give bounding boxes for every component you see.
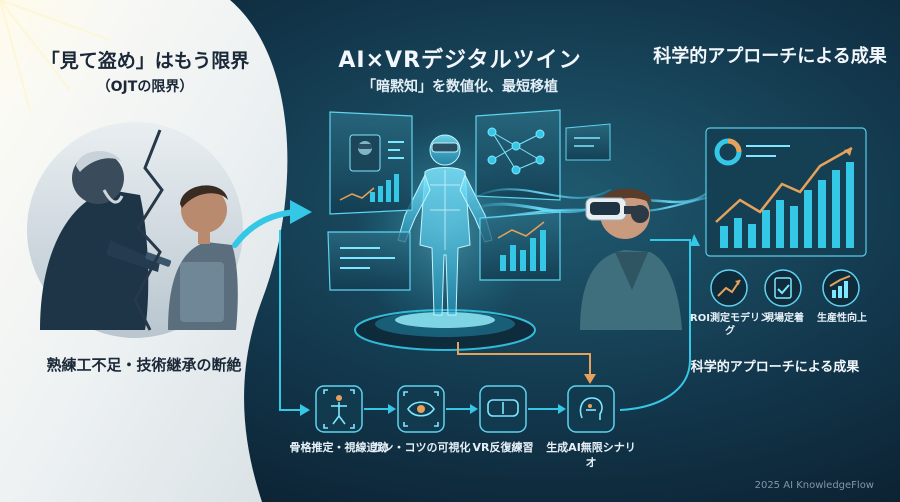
left-caption: 熟練工不足・技術継承の断絶 (46, 356, 242, 374)
metric-field-label: 現場定着 (764, 313, 804, 324)
step-vr-training-label: VR反復練習 (472, 441, 534, 454)
step-generative-ai-label: 生成AI無限シナリオ (546, 441, 636, 469)
metric-roi-label: ROI測定モデリング (690, 313, 770, 337)
footer-credit: 2025 AI KnowledgeFlow (754, 480, 874, 491)
right-title: 科学的アプローチによる成果 (653, 46, 887, 67)
step-generative-ai: 生成AI無限シナリオ (541, 440, 641, 470)
center-title: AI×VRデジタルツイン (338, 48, 582, 73)
metric-productivity: 生産性向上 (802, 312, 882, 325)
left-subtitle: （OJTの限界） (96, 79, 194, 95)
metric-roi: ROI測定モデリング (690, 312, 770, 338)
step-skeleton-label: 骨格推定・視線追跡 (289, 441, 389, 454)
step-visualize-label: カン・コツの可視化 (371, 441, 471, 454)
step-visualize: カン・コツの可視化 (371, 440, 471, 455)
step-vr-training: VR反復練習 (453, 440, 553, 455)
metric-field: 現場定着 (744, 312, 824, 325)
right-caption: 科学的アプローチによる成果 (690, 360, 860, 375)
left-title: 「見て盗め」はもう限界 (40, 50, 250, 72)
step-skeleton: 骨格推定・視線追跡 (289, 440, 389, 455)
metric-productivity-label: 生産性向上 (817, 313, 867, 324)
center-subtitle: 「暗黙知」を数値化、最短移植 (362, 79, 558, 95)
